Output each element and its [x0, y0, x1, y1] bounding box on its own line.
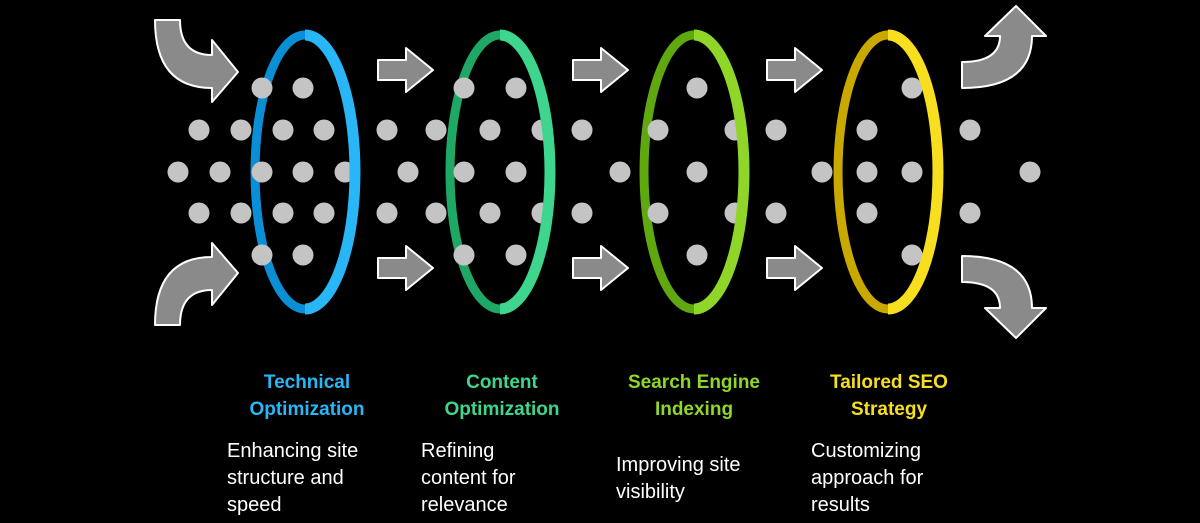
particle-dot: [272, 119, 294, 141]
particle-dot: [209, 161, 231, 183]
filter-ring-1-icon: [304, 29, 361, 315]
particle-dot: [453, 77, 475, 99]
particle-dot: [230, 119, 252, 141]
stage-3-title-line2: Indexing: [654, 399, 734, 420]
filter-ring-3-icon: [693, 29, 750, 315]
particle-dot: [505, 244, 527, 266]
arrow-right-icon: [377, 245, 434, 291]
stage-4-description: Customizing approach for results: [811, 438, 1001, 519]
particle-dot: [901, 77, 923, 99]
stage-1-desc-line3: speed: [227, 494, 282, 516]
particle-dot: [313, 119, 335, 141]
curved-arrow-out-bottom-icon: [961, 255, 1047, 339]
stage-1-desc-line2: structure and: [227, 467, 344, 489]
particle-dot: [425, 202, 447, 224]
stage-4-title: Tailored SEO Strategy: [789, 369, 989, 423]
particle-dot: [230, 202, 252, 224]
stage-2-desc-line3: relevance: [421, 494, 508, 516]
stage-1-title-line1: Technical: [263, 372, 351, 393]
stage-1-title-line2: Optimization: [249, 399, 365, 420]
particle-dot: [765, 202, 787, 224]
stage-1-desc-line1: Enhancing site: [227, 440, 359, 462]
stage-2-description: Refining content for relevance: [421, 438, 611, 519]
stage-3-desc-line2: visibility: [616, 481, 685, 503]
arrow-right-icon: [766, 245, 823, 291]
arrow-right-icon: [377, 47, 434, 93]
particle-dot: [686, 244, 708, 266]
particle-dot: [856, 119, 878, 141]
particle-dot: [397, 161, 419, 183]
stage-2-desc-line1: Refining: [421, 440, 495, 462]
particle-dot: [609, 161, 631, 183]
curved-arrow-in-bottom-icon: [154, 242, 239, 326]
curved-arrow-out-top-icon: [961, 5, 1047, 89]
stage-3-desc-line1: Improving site: [616, 454, 741, 476]
particle-dot: [686, 161, 708, 183]
stage-1-description: Enhancing site structure and speed: [227, 438, 417, 519]
particle-dot: [479, 202, 501, 224]
particle-dot: [765, 119, 787, 141]
particle-dot: [959, 202, 981, 224]
particle-dot: [901, 244, 923, 266]
arrow-right-icon: [766, 47, 823, 93]
curved-arrow-in-top-icon: [154, 19, 239, 103]
stage-4-desc-line2: approach for: [811, 467, 924, 489]
particle-dot: [425, 119, 447, 141]
particle-dot: [505, 77, 527, 99]
particle-dot: [571, 119, 593, 141]
particle-dot: [811, 161, 833, 183]
particle-dot: [571, 202, 593, 224]
stage-2-title-line2: Optimization: [444, 399, 560, 420]
particle-dot: [292, 244, 314, 266]
stage-3-description: Improving site visibility: [616, 452, 806, 506]
stage-1-title: Technical Optimization: [207, 369, 407, 423]
particle-dot: [453, 161, 475, 183]
particle-dot: [901, 161, 923, 183]
particle-dot: [251, 161, 273, 183]
particle-dot: [376, 119, 398, 141]
particle-dot: [313, 202, 335, 224]
particle-dot: [686, 77, 708, 99]
particle-dot: [376, 202, 398, 224]
particle-dot: [647, 202, 669, 224]
stage-2-title-line1: Content: [466, 372, 538, 393]
particle-dot: [1019, 161, 1041, 183]
particle-dot: [479, 119, 501, 141]
particle-dot: [453, 244, 475, 266]
filter-ring-2-icon: [499, 29, 556, 315]
particle-dot: [272, 202, 294, 224]
particle-dot: [647, 119, 669, 141]
particle-dot: [251, 77, 273, 99]
ring-2-back-icon: [445, 30, 501, 314]
particle-dot: [959, 119, 981, 141]
stage-2-desc-line2: content for: [421, 467, 516, 489]
particle-dot: [292, 77, 314, 99]
particle-dot: [292, 161, 314, 183]
arrow-right-icon: [572, 47, 629, 93]
particle-dot: [188, 202, 210, 224]
stage-3-title-line1: Search Engine: [628, 372, 760, 393]
particle-dot: [856, 202, 878, 224]
stage-4-title-line1: Tailored SEO: [830, 372, 948, 393]
arrow-right-icon: [572, 245, 629, 291]
particle-dot: [856, 161, 878, 183]
stage-4-desc-line1: Customizing: [811, 440, 922, 462]
filter-ring-4-icon: [887, 29, 944, 315]
stage-4-desc-line3: results: [811, 494, 870, 516]
particle-dot: [505, 161, 527, 183]
stage-3-title: Search Engine Indexing: [594, 369, 794, 423]
particle-dot: [188, 119, 210, 141]
ring-3-back-icon: [639, 30, 695, 314]
stage-4-title-line2: Strategy: [850, 399, 928, 420]
stage-2-title: Content Optimization: [402, 369, 602, 423]
ring-4-back-icon: [833, 30, 889, 314]
particle-dot: [251, 244, 273, 266]
particle-dot: [167, 161, 189, 183]
